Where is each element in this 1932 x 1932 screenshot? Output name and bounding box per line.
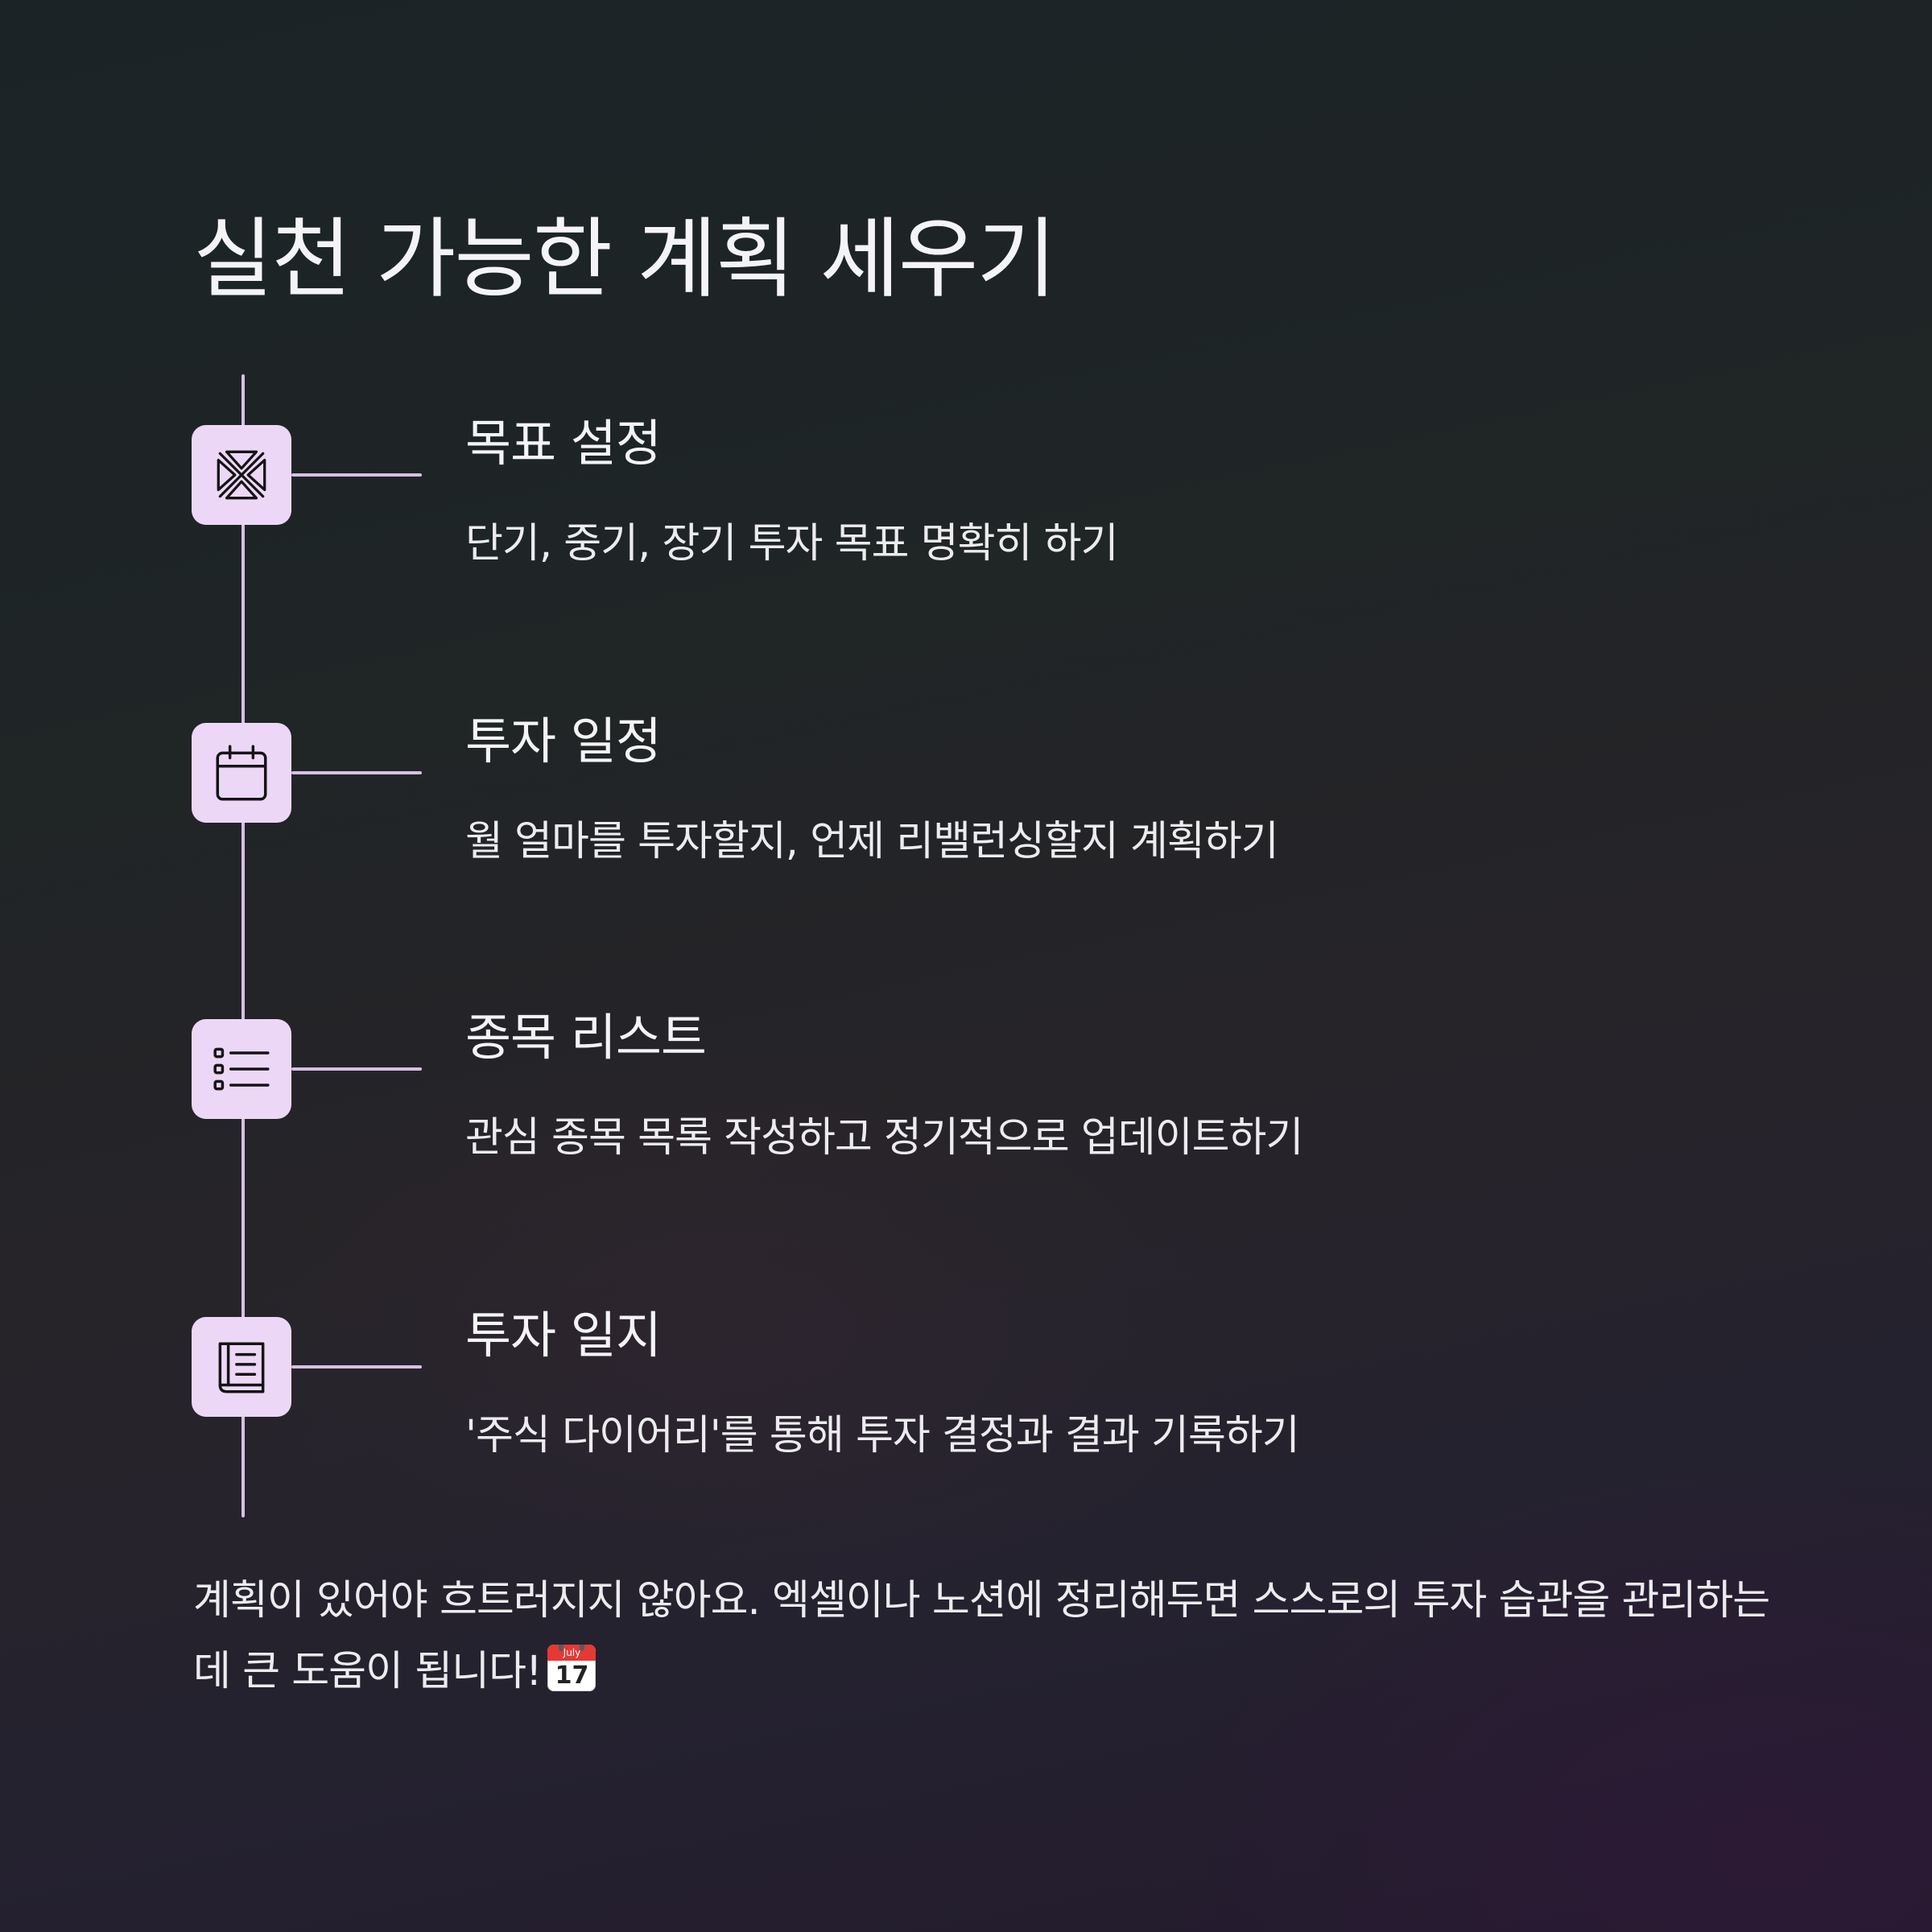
step-icon-box — [192, 425, 291, 525]
journal-book-icon — [218, 1342, 265, 1393]
step-connector — [291, 1067, 422, 1071]
step-connector — [291, 771, 422, 774]
step-connector — [291, 1365, 422, 1368]
page-title: 실천 가능한 계획 세우기 — [193, 209, 1057, 310]
step-description: '주식 다이어리'를 통해 투자 결정과 결과 기록하기 — [465, 1412, 1300, 1459]
step-title: 투자 일정 — [465, 712, 662, 770]
step-title: 목표 설정 — [465, 414, 662, 473]
step-title: 종목 리스트 — [465, 1008, 707, 1067]
step-connector — [291, 473, 422, 477]
calendar-emoji-day: 17 — [555, 1662, 589, 1690]
step-description: 월 얼마를 투자할지, 언제 리밸런싱할지 계획하기 — [465, 818, 1279, 865]
calendar-emoji-ring-right — [580, 1645, 585, 1651]
target-arrows-icon — [217, 450, 266, 500]
timeline-line — [242, 374, 245, 1517]
calendar-emoji-icon: July 17 — [547, 1645, 597, 1691]
calendar-icon — [216, 745, 267, 801]
footer-note: 계획이 있어야 흐트러지지 않아요. 엑셀이나 노션에 정리해두면 스스로의 투… — [193, 1566, 1771, 1707]
calendar-emoji-ring-left — [559, 1645, 564, 1651]
step-description: 단기, 중기, 장기 투자 목표 명확히 하기 — [465, 520, 1118, 568]
timeline-step-schedule: 투자 일정 월 얼마를 투자할지, 언제 리밸런싱할지 계획하기 — [0, 712, 1932, 916]
list-icon — [213, 1047, 270, 1091]
timeline-step-journal: 투자 일지 '주식 다이어리'를 통해 투자 결정과 결과 기록하기 — [0, 1306, 1932, 1510]
step-icon-box — [192, 1317, 291, 1417]
step-title: 투자 일지 — [465, 1306, 662, 1364]
timeline-step-stock-list: 종목 리스트 관심 종목 목록 작성하고 정기적으로 업데이트하기 — [0, 1008, 1932, 1212]
step-icon-box — [192, 723, 291, 823]
calendar-emoji-month: July — [547, 1645, 597, 1661]
timeline-step-goal: 목표 설정 단기, 중기, 장기 투자 목표 명확히 하기 — [0, 414, 1932, 618]
step-description: 관심 종목 목록 작성하고 정기적으로 업데이트하기 — [465, 1114, 1303, 1162]
step-icon-box — [192, 1019, 291, 1119]
footer-text: 계획이 있어야 흐트러지지 않아요. 엑셀이나 노션에 정리해두면 스스로의 투… — [193, 1577, 1770, 1695]
